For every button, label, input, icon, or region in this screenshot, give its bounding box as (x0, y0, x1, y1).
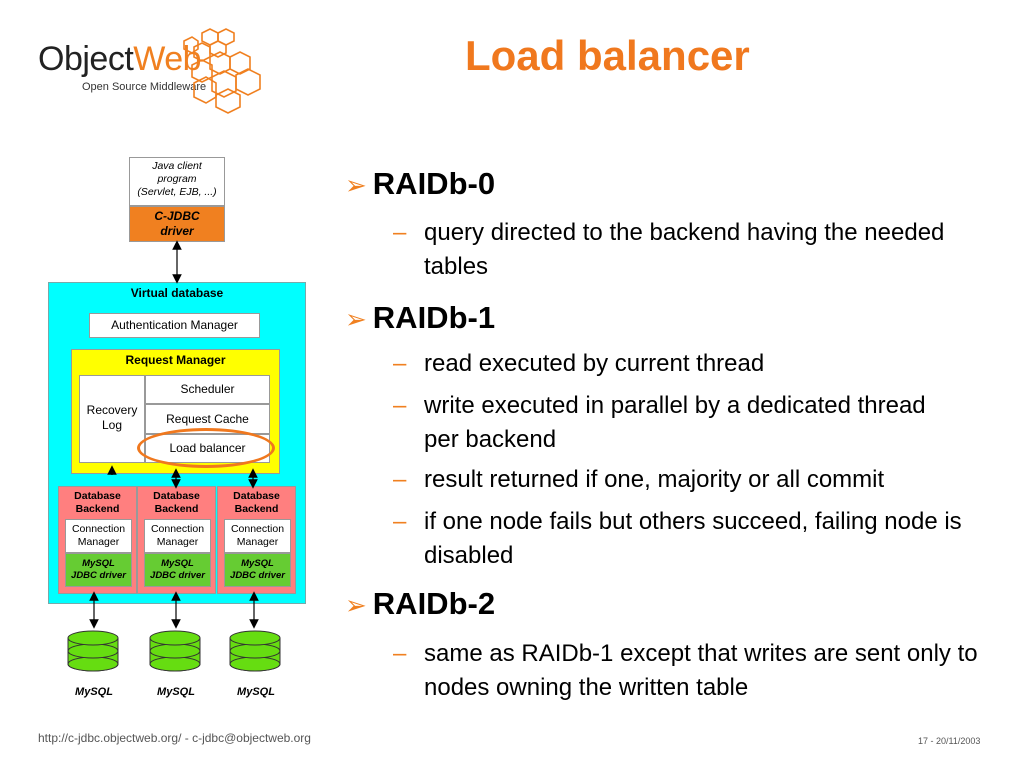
bullet-title: RAIDb-2 (372, 586, 496, 621)
highlight-ellipse (137, 428, 275, 468)
footer-page-date: 17 - 20/11/2003 (918, 736, 981, 746)
mysql-db-label: MySQL (157, 686, 195, 698)
bullet-title: RAIDb-0 (372, 166, 496, 201)
scheduler-box: Scheduler (145, 375, 270, 404)
virtual-database-label: Virtual database (130, 286, 224, 300)
backend-label-line-2: Backend (234, 503, 279, 515)
sub-bullet-text: write executed in parallel by a dedicate… (424, 392, 926, 453)
cm-line-2: Manager (236, 536, 279, 548)
sub-bullet-text: if one node fails but others succeed, fa… (424, 508, 962, 569)
cm-line-1: Connection (71, 523, 126, 535)
mysql-db-label: MySQL (237, 686, 275, 698)
dash-icon: – (393, 466, 407, 493)
arrow-bullet-icon: ➢ (345, 170, 367, 200)
cm-line-2: Manager (77, 536, 120, 548)
objectweb-logo: ObjectWeb (38, 40, 202, 79)
drv-line-2: JDBC driver (150, 570, 205, 581)
logo-subtitle: Open Source Middleware (82, 81, 207, 93)
sub-bullet-text: same as RAIDb-1 except that writes are s… (424, 640, 978, 701)
arrow-bullet-icon: ➢ (345, 590, 367, 620)
footer-url: http://c-jdbc.objectweb.org/ - c-jdbc@ob… (38, 731, 311, 745)
dash-icon: – (393, 640, 407, 667)
drv-line-2: JDBC driver (230, 570, 285, 581)
page-title: Load balancer (465, 32, 750, 79)
backend-label-line-1: Database (233, 490, 280, 502)
authentication-manager-box: Authentication Manager (89, 313, 260, 338)
cm-line-2: Manager (156, 536, 199, 548)
recovery-line-2: Log (101, 418, 123, 432)
request-manager-label: Request Manager (125, 353, 226, 367)
logo-web-text: Web (133, 40, 202, 78)
backend-label-line-1: Database (153, 490, 200, 502)
sub-bullet-text: result returned if one, majority or all … (424, 466, 885, 493)
cm-line-1: Connection (230, 523, 285, 535)
logo-object-text: Object (38, 40, 134, 78)
database-icon (67, 630, 119, 672)
dash-icon: – (393, 508, 407, 535)
sub-bullet-text: read executed by current thread (424, 350, 765, 377)
backend-label-line-2: Backend (75, 503, 120, 515)
dash-icon: – (393, 219, 407, 246)
sub-bullet-text: query directed to the backend having the… (424, 219, 945, 280)
backend-label-line-2: Backend (154, 503, 199, 515)
drv-line-1: MySQL (241, 558, 274, 569)
hexagon-logo-icon (183, 28, 261, 114)
driver-line-2: driver (160, 224, 194, 238)
drv-line-1: MySQL (161, 558, 194, 569)
client-line-2: program (157, 173, 197, 185)
database-icon (149, 630, 201, 672)
mysql-db-label: MySQL (75, 686, 113, 698)
diagram-connectors (67, 240, 281, 672)
database-icon (229, 630, 281, 672)
cm-line-1: Connection (150, 523, 205, 535)
drv-line-2: JDBC driver (71, 570, 126, 581)
bullet-raidb0: ➢RAIDb-0 (345, 166, 495, 202)
bullet-raidb1: ➢RAIDb-1 (345, 300, 495, 336)
dash-icon: – (393, 392, 407, 419)
driver-line-1: C-JDBC (154, 209, 200, 223)
dash-icon: – (393, 350, 407, 377)
backend-label-line-1: Database (74, 490, 121, 502)
client-line-3: (Servlet, EJB, ...) (137, 186, 217, 198)
arrow-bullet-icon: ➢ (345, 304, 367, 334)
java-client-box: Java client program (Servlet, EJB, ...) (129, 157, 225, 206)
recovery-line-1: Recovery (86, 403, 138, 417)
drv-line-1: MySQL (82, 558, 115, 569)
client-line-1: Java client (152, 160, 202, 172)
bullet-raidb2: ➢RAIDb-2 (345, 586, 495, 622)
bullet-title: RAIDb-1 (372, 300, 496, 335)
recovery-log-box: Recovery Log (79, 375, 145, 463)
cjdbc-driver-box: C-JDBC driver (129, 206, 225, 242)
